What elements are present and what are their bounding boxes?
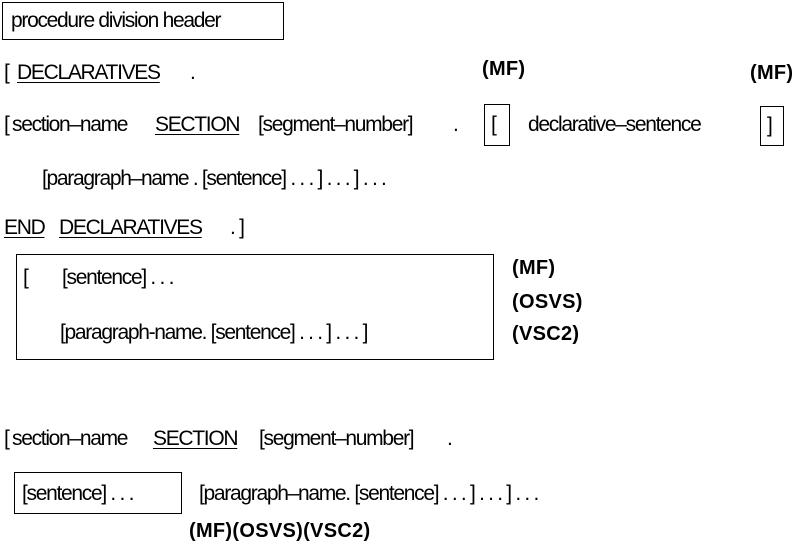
paragraph-line: [paragraph–name . [sentence] . . . ] . .…	[42, 167, 387, 190]
section2-segment-number: [segment–number]	[259, 427, 415, 450]
section2-period: .	[447, 427, 453, 450]
section2-keyword: SECTION	[153, 427, 239, 450]
segment-number: [segment–number]	[258, 113, 414, 136]
end-declaratives-keyword: DECLARATIVES	[59, 216, 203, 239]
block-tag-osvs: (OSVS)	[512, 291, 583, 313]
mf-tag-1: (MF)	[482, 58, 526, 80]
declarative-bracket-left: [	[491, 113, 497, 136]
procedure-division-header-box	[2, 2, 284, 40]
paragraph-tail: [paragraph–name. [sentence] . . . ] . . …	[199, 482, 539, 505]
section2-name: section–name	[12, 427, 128, 450]
sentence-block-sentence: [sentence] . . .	[62, 266, 174, 289]
sentence-block-open-bracket: [	[23, 266, 29, 289]
section-open-bracket: [	[4, 113, 10, 136]
sentence-block-box	[16, 254, 494, 360]
end-declaratives-tail: . ]	[230, 216, 245, 239]
block-tag-mf: (MF)	[512, 257, 556, 279]
section2-open-bracket: [	[4, 427, 10, 450]
declarative-bracket-left-box	[484, 104, 510, 146]
declarative-bracket-right-box	[760, 106, 784, 146]
procedure-division-header-text: procedure division header	[11, 9, 221, 32]
section-keyword: SECTION	[155, 113, 241, 136]
end-keyword: END	[4, 216, 46, 239]
sentence-box-text: [sentence] . . .	[22, 482, 134, 505]
declaratives-keyword: DECLARATIVES	[17, 61, 161, 84]
declaratives-open-bracket: [	[4, 61, 10, 84]
declarative-sentence: declarative–sentence	[528, 113, 702, 136]
sentence-box	[14, 472, 182, 514]
bottom-tags: (MF)(OSVS)(VSC2)	[189, 520, 371, 542]
section-period: .	[453, 113, 459, 136]
declarative-bracket-right: ]	[767, 114, 773, 137]
block-tag-vsc2: (VSC2)	[512, 323, 580, 345]
mf-tag-2: (MF)	[750, 62, 794, 84]
section-name: section–name	[12, 113, 128, 136]
declaratives-period: .	[190, 61, 196, 84]
sentence-block-paragraph: [paragraph-name. [sentence] . . . ] . . …	[60, 321, 368, 344]
